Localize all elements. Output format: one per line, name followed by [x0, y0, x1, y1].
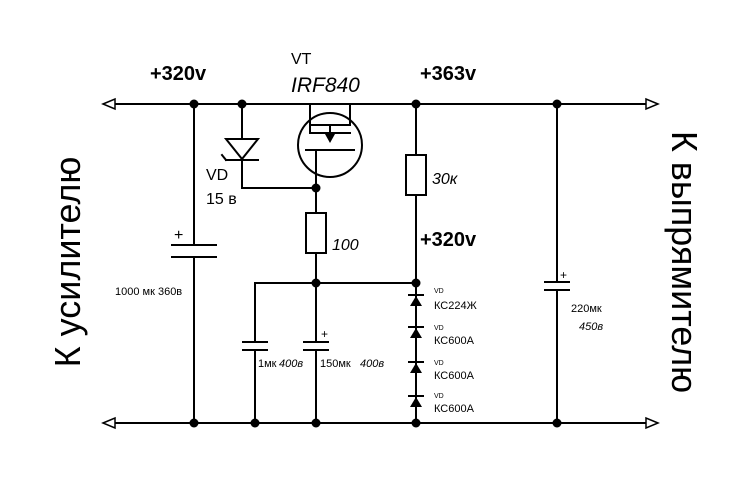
- label-v-mid: +320v: [420, 229, 477, 251]
- label-vd-ref: VD: [206, 167, 228, 184]
- zener-stack: [408, 282, 424, 424]
- label-c220-plus: +: [560, 268, 567, 282]
- label-c1-value: 1000 мк 360в: [115, 286, 182, 298]
- resistor-30k: [405, 103, 427, 284]
- capacitor-1uf: [242, 282, 268, 424]
- label-r-30k: 30к: [432, 171, 459, 188]
- zener-4: [408, 395, 424, 407]
- label-c1uf-voltage: 400в: [279, 358, 303, 370]
- zener-2: [408, 326, 424, 338]
- label-c220-voltage: 450в: [579, 321, 603, 333]
- junction-dots: [189, 99, 562, 428]
- label-zener4-ref: VD: [434, 393, 444, 400]
- label-zener2: КС600А: [434, 335, 475, 347]
- zener-vd-gate: [220, 103, 317, 189]
- label-vd-value: 15 в: [206, 191, 237, 208]
- label-c220-value: 220мк: [571, 303, 602, 315]
- capacitor-220uf: [544, 103, 570, 424]
- label-zener1: КС224Ж: [434, 300, 477, 312]
- bottom-rail: [101, 416, 660, 430]
- zener-1: [408, 294, 424, 306]
- label-to-amplifier: К усилителю: [47, 157, 88, 368]
- zener-3: [408, 361, 424, 373]
- label-c1-plus: +: [174, 227, 183, 244]
- label-v-in: +320v: [150, 63, 207, 85]
- capacitor-c1: [171, 103, 217, 424]
- label-r-100: 100: [332, 237, 359, 254]
- label-c150-plus: +: [321, 327, 328, 341]
- capacitor-150uf: [303, 282, 329, 424]
- label-vt-ref: VT: [291, 51, 312, 68]
- mosfet-irf840: [297, 103, 415, 189]
- label-to-rectifier: К выпрямителю: [664, 131, 705, 393]
- label-c1uf-value: 1мк: [258, 358, 277, 370]
- label-vt-part: IRF840: [291, 74, 360, 97]
- label-v-out: +363v: [420, 63, 477, 85]
- label-zener3-ref: VD: [434, 360, 444, 367]
- label-zener2-ref: VD: [434, 325, 444, 332]
- label-zener3: КС600А: [434, 370, 475, 382]
- label-zener1-ref: VD: [434, 288, 444, 295]
- resistor-100: [305, 187, 327, 284]
- label-c150-value: 150мк: [320, 358, 351, 370]
- label-c150-voltage: 400в: [360, 358, 384, 370]
- label-zener4: КС600А: [434, 403, 475, 415]
